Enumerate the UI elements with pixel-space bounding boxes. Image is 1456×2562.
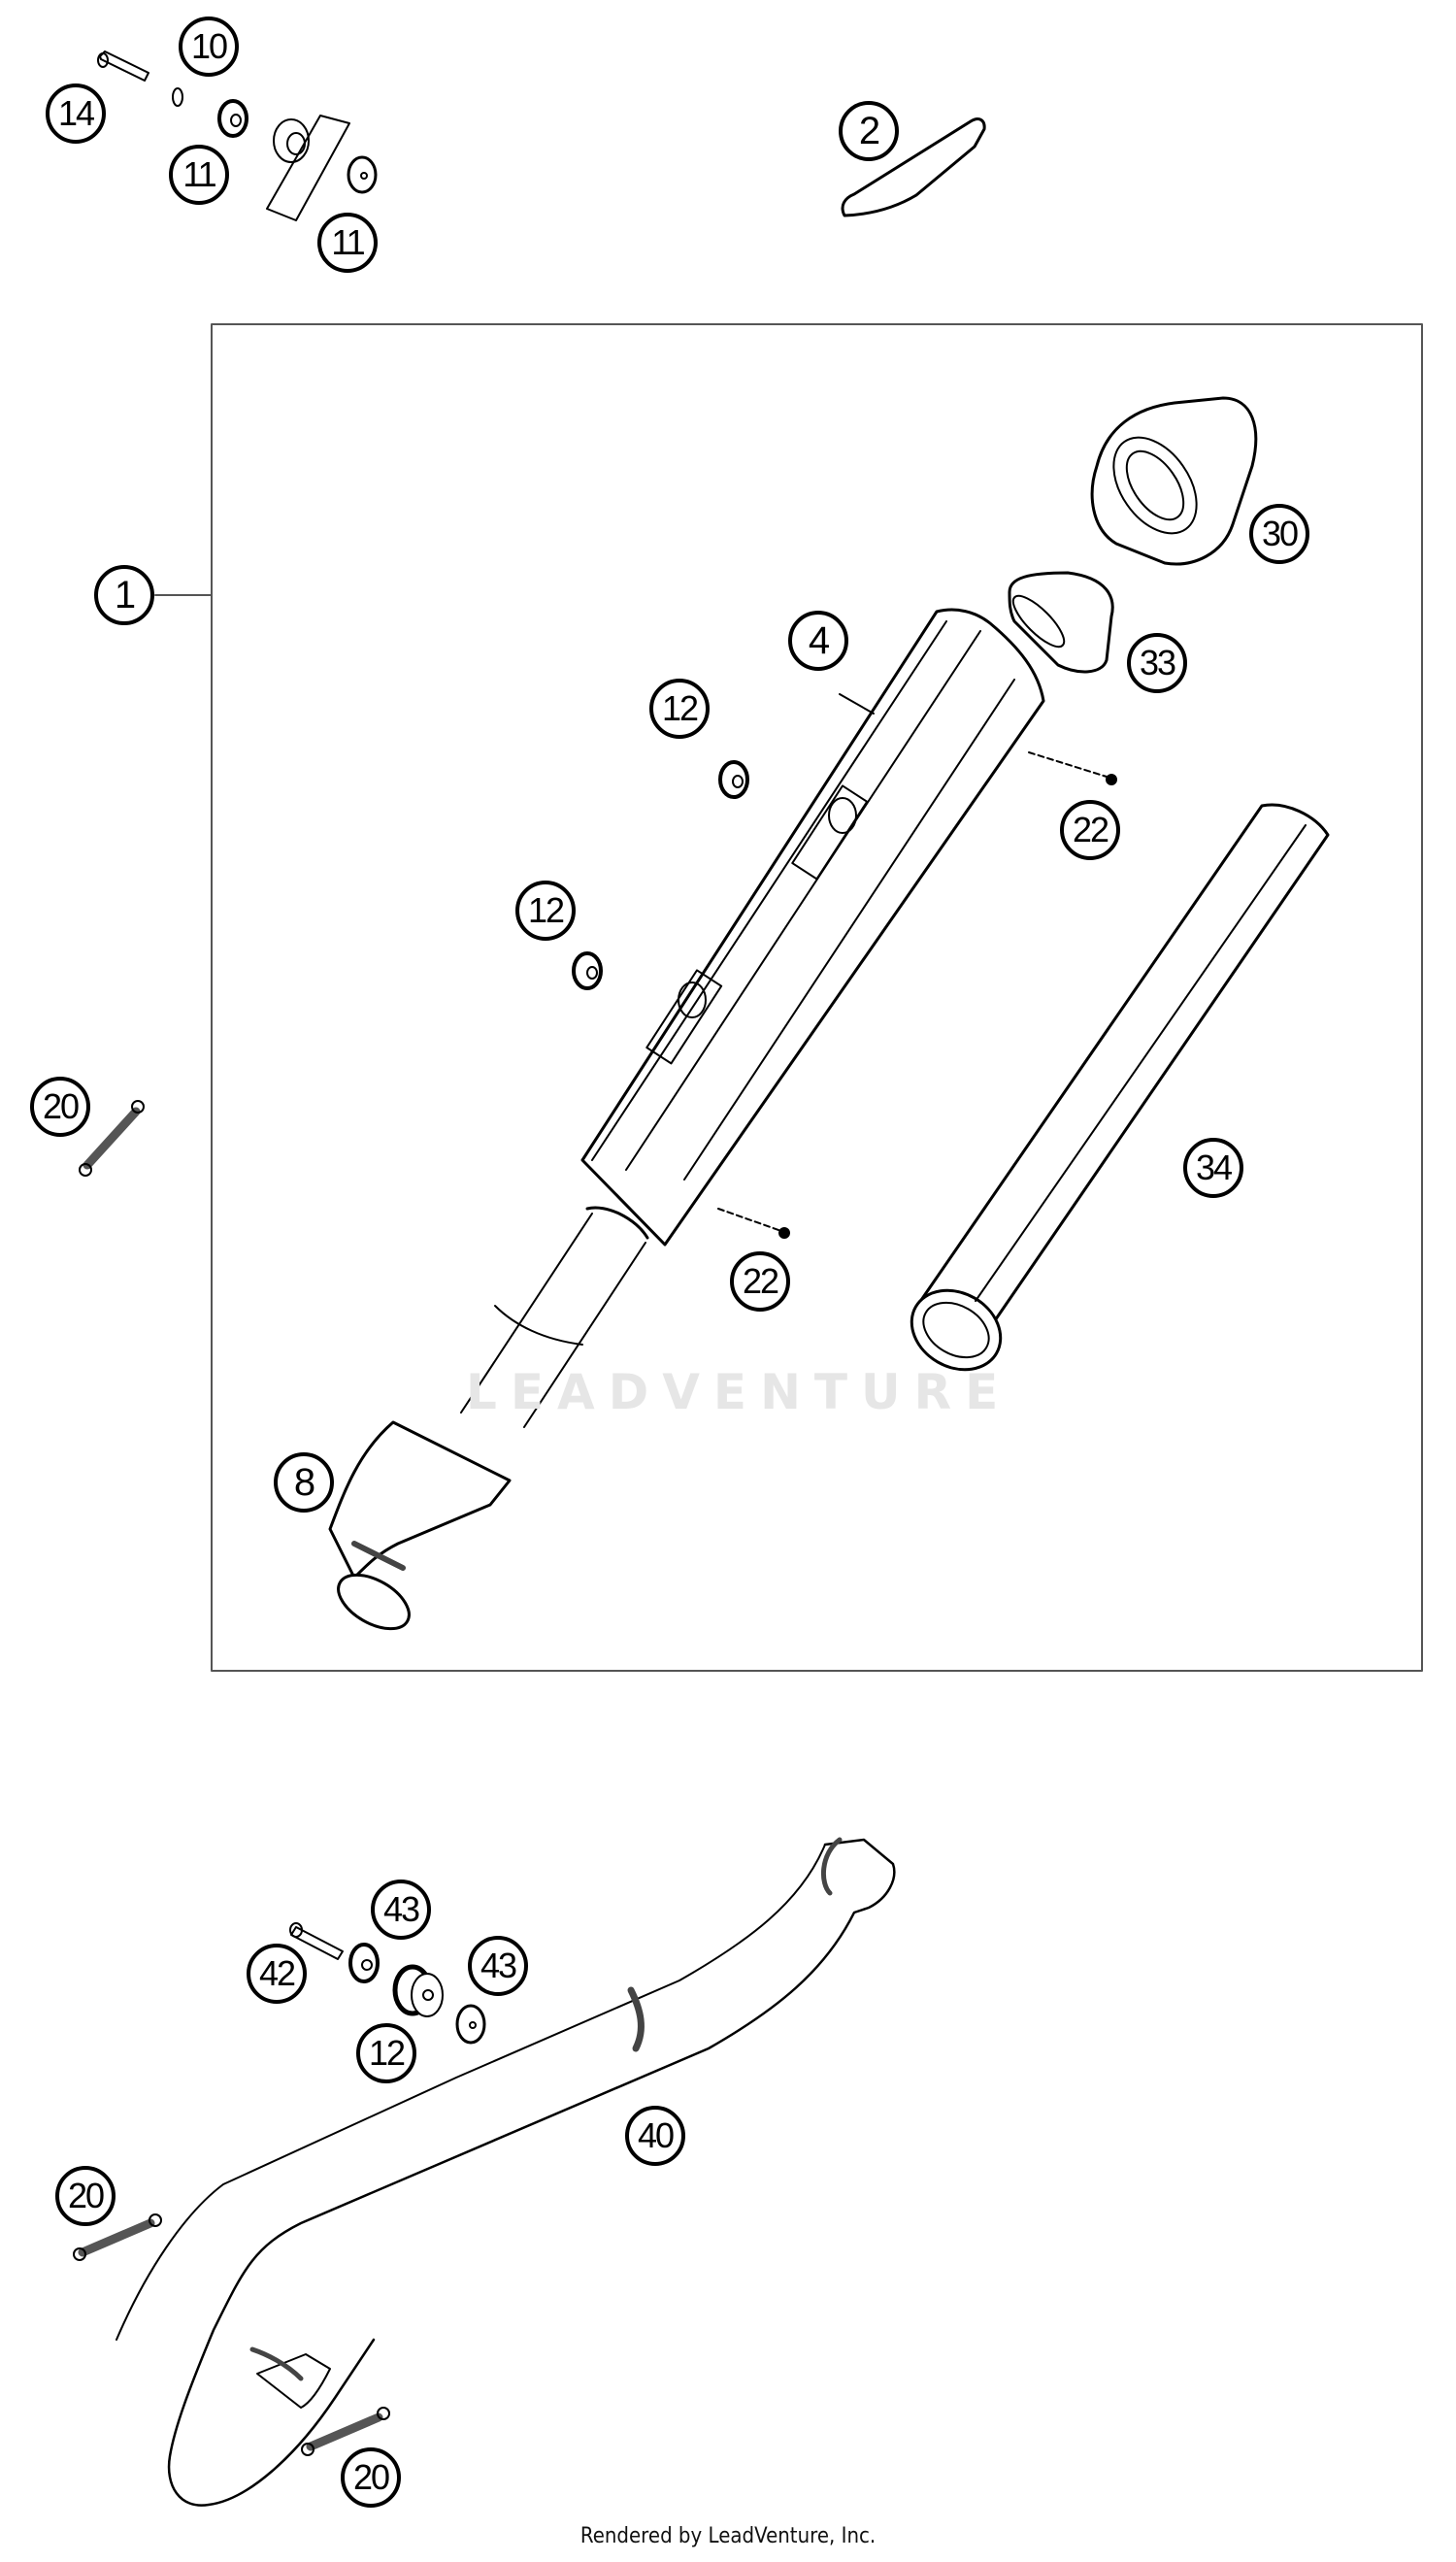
callout-header-pipe[interactable]: 40 — [625, 2106, 685, 2166]
washer-43-right[interactable] — [455, 2004, 486, 2045]
grommet-12-header[interactable] — [392, 1964, 444, 2017]
grommet-12-upper[interactable] — [718, 760, 749, 799]
callout-spring[interactable]: 20 — [341, 2447, 401, 2508]
silencer-sleeve-34[interactable] — [897, 803, 1330, 1385]
callout-inlet-pipe[interactable]: 8 — [274, 1452, 334, 1513]
grommet-12-lower[interactable] — [572, 951, 603, 990]
rivet-22-upper[interactable] — [1028, 751, 1117, 785]
washer-10[interactable] — [172, 87, 183, 107]
callout-rubber-grommet[interactable]: 12 — [515, 881, 576, 941]
callout-gasket[interactable]: 2 — [839, 101, 899, 161]
assembly-frame — [211, 323, 1423, 1672]
bracket[interactable] — [266, 115, 350, 221]
spring-20-upper-left[interactable] — [73, 2213, 162, 2261]
callout-spring[interactable]: 20 — [55, 2166, 116, 2226]
callout-rubber-bushing[interactable]: 11 — [317, 213, 378, 273]
end-cap-30[interactable] — [1090, 396, 1258, 566]
callout-end-cap-insert[interactable]: 33 — [1127, 633, 1187, 693]
footer-credit: Rendered by LeadVenture, Inc. — [579, 2524, 877, 2548]
callout-washer[interactable]: 43 — [371, 1880, 431, 1940]
callout-rivet[interactable]: 22 — [730, 1251, 790, 1312]
silencer-housing-4[interactable] — [580, 608, 1045, 1247]
callout-washer[interactable]: 10 — [179, 17, 239, 77]
screw-42[interactable] — [289, 1922, 344, 1960]
spring-20-lower-right[interactable] — [301, 2407, 390, 2456]
callout-rubber-grommet[interactable]: 12 — [649, 679, 710, 739]
callout-screw[interactable]: 14 — [46, 83, 106, 144]
callout-rubber-grommet[interactable]: 12 — [356, 2023, 416, 2083]
callout-silencer-housing[interactable]: 4 — [788, 611, 848, 671]
screw-14[interactable] — [97, 50, 149, 82]
callout-washer[interactable]: 43 — [468, 1936, 528, 1996]
end-cap-insert-33[interactable] — [1007, 571, 1114, 674]
washer-43-left[interactable] — [348, 1943, 380, 1983]
callout-rubber-bushing[interactable]: 11 — [169, 145, 229, 205]
callout-silencer-assembly[interactable]: 1 — [94, 565, 154, 625]
callout-end-cap[interactable]: 30 — [1249, 504, 1309, 564]
inlet-pipe-8[interactable] — [328, 1206, 649, 1640]
header-pipe-40[interactable] — [116, 1837, 896, 2507]
spring-20-middle[interactable] — [79, 1100, 145, 1177]
gasket-2[interactable] — [841, 117, 986, 217]
callout-screw[interactable]: 42 — [247, 1944, 307, 2004]
callout-spring[interactable]: 20 — [30, 1077, 90, 1137]
bushing-11-left[interactable] — [217, 99, 248, 138]
bushing-11-right[interactable] — [347, 155, 378, 194]
callout-silencer-sleeve[interactable]: 34 — [1183, 1138, 1243, 1198]
callout-rivet[interactable]: 22 — [1060, 800, 1120, 860]
rivet-22-lower[interactable] — [717, 1208, 790, 1239]
